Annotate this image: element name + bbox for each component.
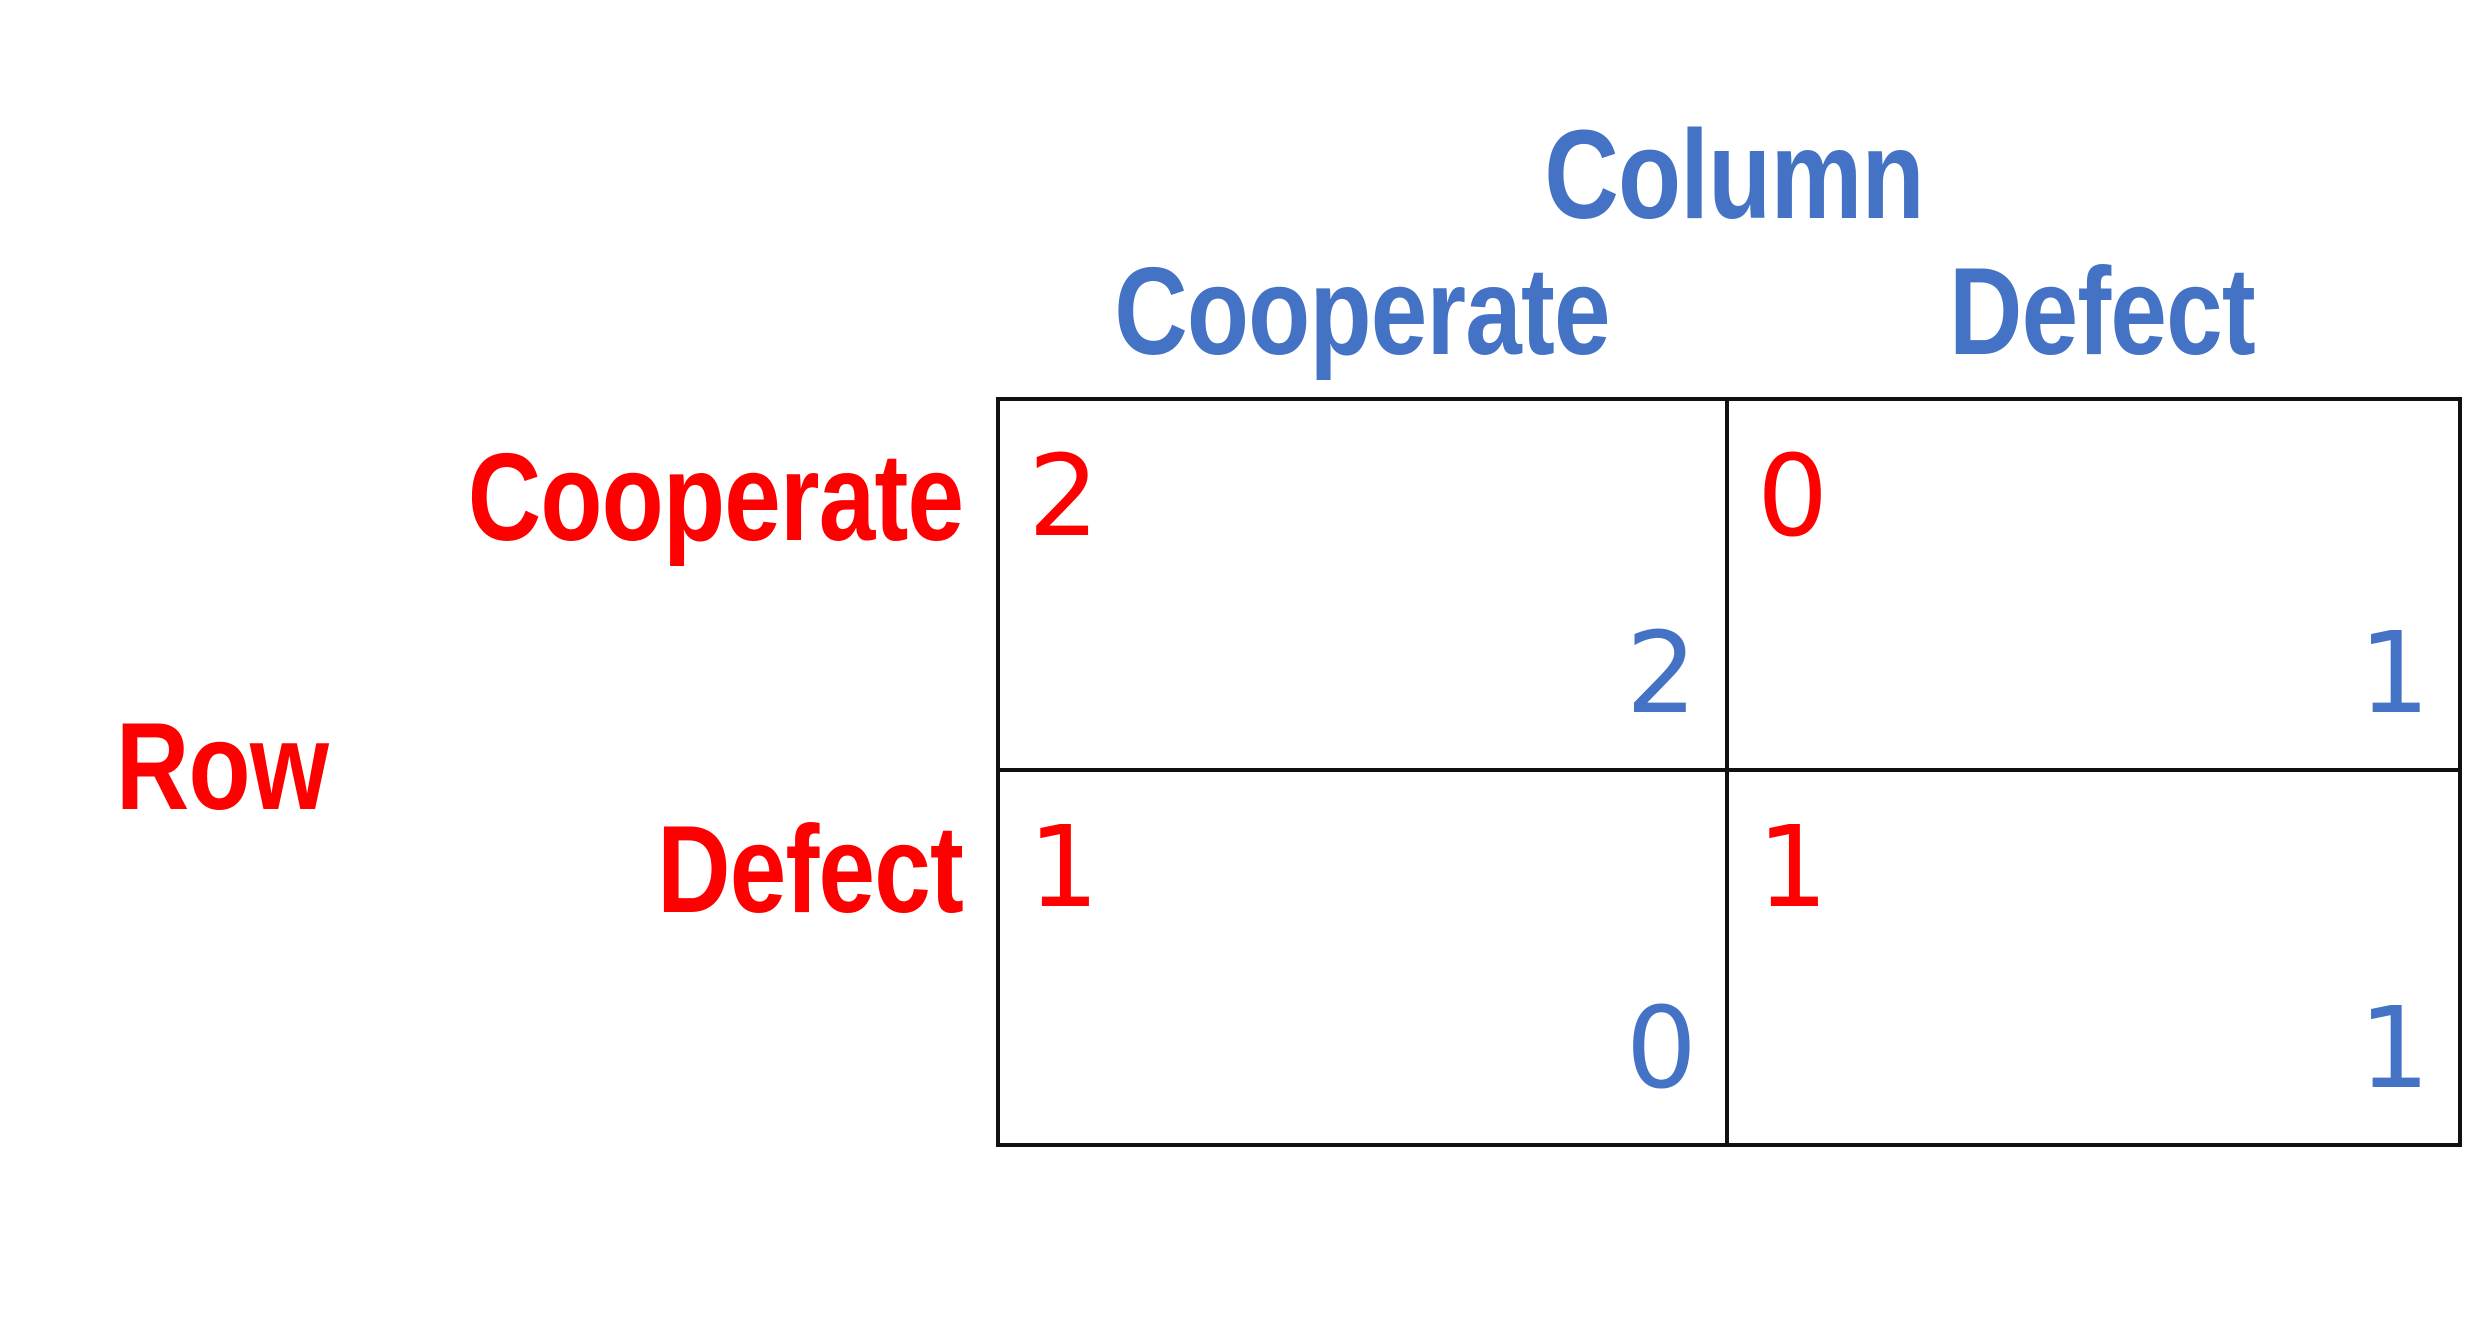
row-payoff: 1 (1757, 803, 1829, 933)
cell-defect-cooperate: 1 0 (1000, 772, 1729, 1143)
row-strategy-cooperate: Cooperate (467, 429, 964, 567)
cell-cooperate-cooperate: 2 2 (1000, 401, 1729, 772)
column-payoff: 0 (1625, 984, 1697, 1114)
column-payoff: 2 (1625, 609, 1697, 739)
row-payoff: 0 (1757, 432, 1829, 562)
column-payoff: 1 (2358, 984, 2430, 1114)
row-strategy-defect: Defect (657, 801, 964, 939)
column-strategy-cooperate: Cooperate (1114, 243, 1610, 381)
column-payoff: 1 (2358, 609, 2430, 739)
column-player-label: Column (1544, 104, 1924, 245)
column-strategy-defect: Defect (1949, 243, 2256, 381)
cell-cooperate-defect: 0 1 (1729, 401, 2458, 772)
row-payoff: 1 (1028, 803, 1100, 933)
cell-defect-defect: 1 1 (1729, 772, 2458, 1143)
row-player-label: Row (115, 698, 329, 836)
payoff-grid: 2 2 0 1 1 0 1 1 (996, 397, 2462, 1147)
row-payoff: 2 (1028, 432, 1100, 562)
